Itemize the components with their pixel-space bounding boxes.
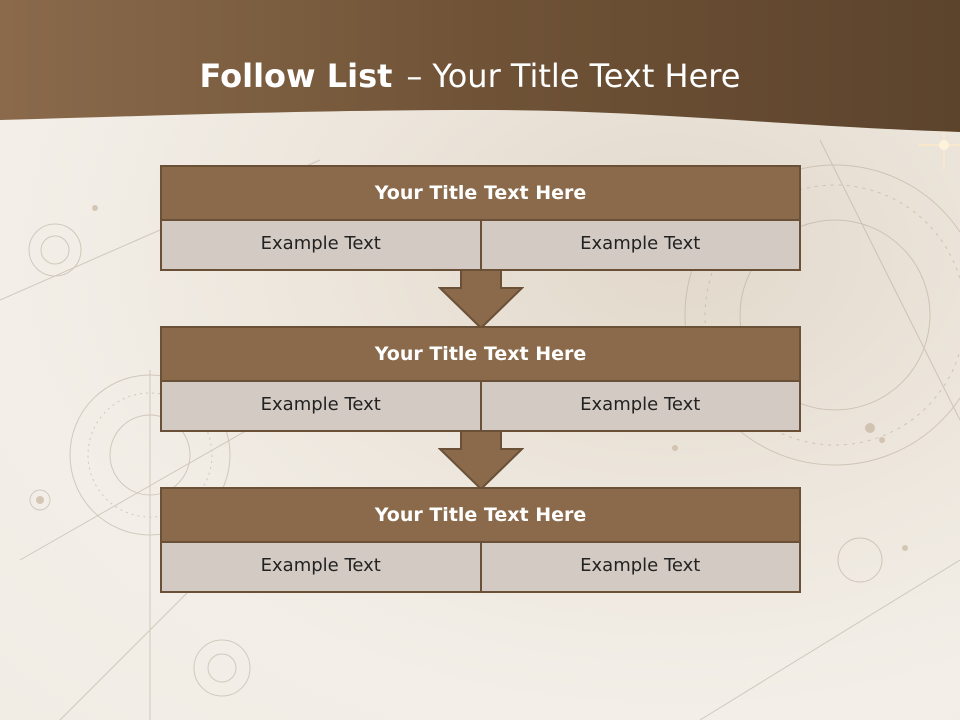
- block-title: Your Title Text Here: [160, 326, 801, 382]
- list-block-3: Your Title Text Here Example Text Exampl…: [160, 487, 801, 593]
- block-cell-right: Example Text: [479, 543, 801, 593]
- slide-title: Follow List–Your Title Text Here: [0, 56, 940, 96]
- block-row: Example Text Example Text: [160, 221, 801, 271]
- slide-title-bold: Follow List: [199, 57, 393, 95]
- block-row: Example Text Example Text: [160, 543, 801, 593]
- block-cell-right: Example Text: [479, 221, 801, 271]
- block-row: Example Text Example Text: [160, 382, 801, 432]
- block-cell-left: Example Text: [160, 543, 482, 593]
- down-arrow-icon: [438, 270, 524, 330]
- block-title: Your Title Text Here: [160, 487, 801, 543]
- block-cell-left: Example Text: [160, 221, 482, 271]
- list-block-1: Your Title Text Here Example Text Exampl…: [160, 165, 801, 271]
- block-cell-left: Example Text: [160, 382, 482, 432]
- block-cell-right: Example Text: [479, 382, 801, 432]
- slide-title-dash: –: [406, 57, 423, 95]
- block-title: Your Title Text Here: [160, 165, 801, 221]
- slide-title-rest: Your Title Text Here: [432, 57, 741, 95]
- list-block-2: Your Title Text Here Example Text Exampl…: [160, 326, 801, 432]
- down-arrow-icon: [438, 431, 524, 491]
- header-band: [0, 0, 960, 132]
